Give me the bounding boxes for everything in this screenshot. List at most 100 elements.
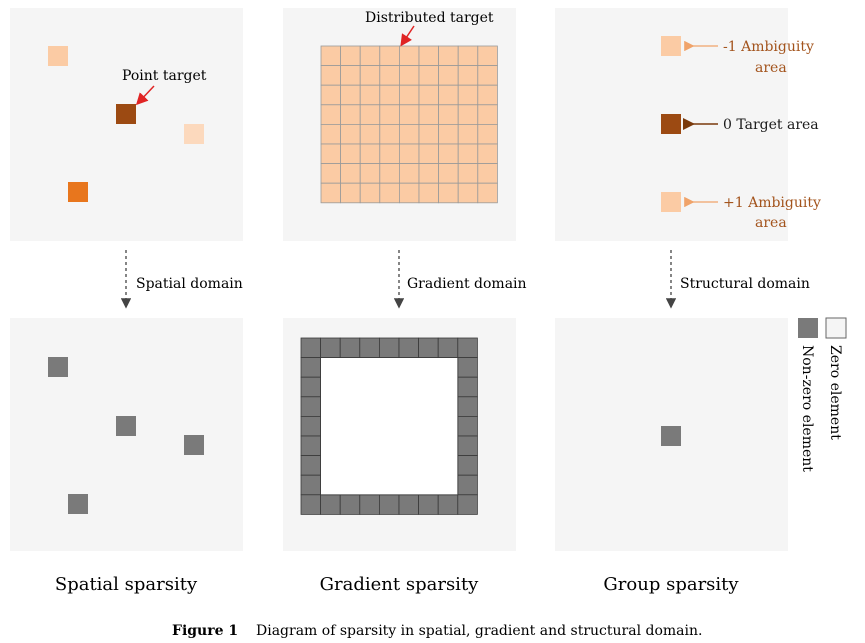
distributed-target-cell [438,182,459,204]
panel-top-left [10,8,243,241]
gradient-edge-cell [300,415,322,437]
distributed-target-cell [457,163,479,184]
gradient-edge-cell [418,494,439,515]
distributed-target-cell [438,124,459,145]
distributed-target-cell [398,124,420,145]
gradient-edge-cell [300,494,322,515]
distributed-target-cell [340,45,361,67]
gradient-edge-cell [398,337,420,359]
distributed-target-cell [418,124,440,145]
gradient-zero-interior [320,357,459,496]
distributed-target-cell [418,84,440,106]
sparse-element-2 [116,416,136,436]
gradient-edge-cell [457,455,478,476]
distributed-target-cell [340,124,361,145]
distributed-target-cell [477,143,498,165]
distributed-target-cell [398,65,420,86]
gradient-edge-cell [457,435,478,457]
minus-one-label: -1 Ambiguity [723,39,814,55]
distributed-target-cell [359,182,381,204]
gradient-edge-cell [300,455,322,476]
gradient-edge-cell [359,494,380,515]
gradient-domain-label: Gradient domain [407,276,527,292]
distributed-target-cell [477,163,498,184]
distributed-target-cell [398,163,420,184]
gradient-edge-cell [300,357,322,378]
distributed-target-cell [398,182,420,204]
caption-group: Group sparsity [603,574,739,595]
distributed-target-cell [438,45,459,67]
gradient-edge-cell [437,337,459,359]
distributed-target-cell [398,84,420,106]
gradient-edge-cell [378,494,400,515]
distributed-target-cell [320,84,342,106]
distributed-target-cell [418,143,440,165]
distributed-target-cell [438,65,459,86]
group-element [661,426,681,446]
distributed-target-cell [438,163,459,184]
distributed-target-cell [379,182,400,204]
distributed-target-cell [477,84,498,106]
distributed-target-grid [320,45,498,204]
legend-zero-swatch [825,317,847,339]
plus-one-label: +1 Ambiguity [723,195,821,211]
distributed-target-cell [379,84,400,106]
gradient-edge-cell [300,376,322,398]
distributed-target-cell [398,143,420,165]
distributed-target-cell [359,104,381,125]
caption-spatial: Spatial sparsity [55,574,198,595]
ambiguity-minus-one-square [661,36,681,56]
gradient-edge-cell [378,337,400,359]
zero-label: 0 Target area [723,117,819,133]
distributed-target-cell [379,124,400,145]
gradient-edge-cell [457,494,478,515]
gradient-edge-cell [457,337,478,359]
distributed-target-cell [418,182,440,204]
distributed-target-cell [320,65,342,86]
distributed-target-cell [418,65,440,86]
distributed-target-arrow [400,25,415,47]
distributed-target-cell [457,84,479,106]
gradient-edge-cell [300,435,322,457]
structural-domain-label: Structural domain [680,276,810,292]
sparse-element-3 [184,435,204,455]
point-target-label: Point target [122,68,207,84]
point-dark-brown [116,104,136,124]
distributed-target-cell [320,143,342,165]
distributed-target-label: Distributed target [365,10,494,26]
legend-nonzero-label: Non-zero element [799,345,815,472]
distributed-target-cell [379,163,400,184]
distributed-target-cell [457,124,479,145]
point-peach-2 [184,124,204,144]
gradient-edge-cell [359,337,380,359]
distributed-target-cell [477,182,498,204]
gradient-edge-cell [418,337,439,359]
distributed-target-cell [457,182,479,204]
distributed-target-cell [438,104,459,125]
distributed-target-cell [359,163,381,184]
ambiguity-plus-one-square [661,192,681,212]
distributed-target-cell [320,124,342,145]
gradient-border-grid [300,337,478,515]
distributed-target-cell [418,104,440,125]
distributed-target-cell [379,104,400,125]
gradient-edge-cell [457,357,478,378]
distributed-target-cell [340,65,361,86]
distributed-target-cell [457,45,479,67]
distributed-target-cell [359,65,381,86]
gradient-edge-cell [437,494,459,515]
gradient-edge-cell [300,337,322,359]
distributed-target-cell [379,65,400,86]
plus-one-area-label: area [755,215,787,231]
sparse-element-4 [68,494,88,514]
distributed-target-cell [359,124,381,145]
distributed-target-cell [379,45,400,67]
point-target-arrow [135,85,155,106]
distributed-target-cell [418,45,440,67]
gradient-edge-cell [320,337,341,359]
point-peach-1 [48,46,68,66]
distributed-target-cell [398,45,420,67]
point-orange [68,182,88,202]
legend-zero-label: Zero element [827,345,843,440]
